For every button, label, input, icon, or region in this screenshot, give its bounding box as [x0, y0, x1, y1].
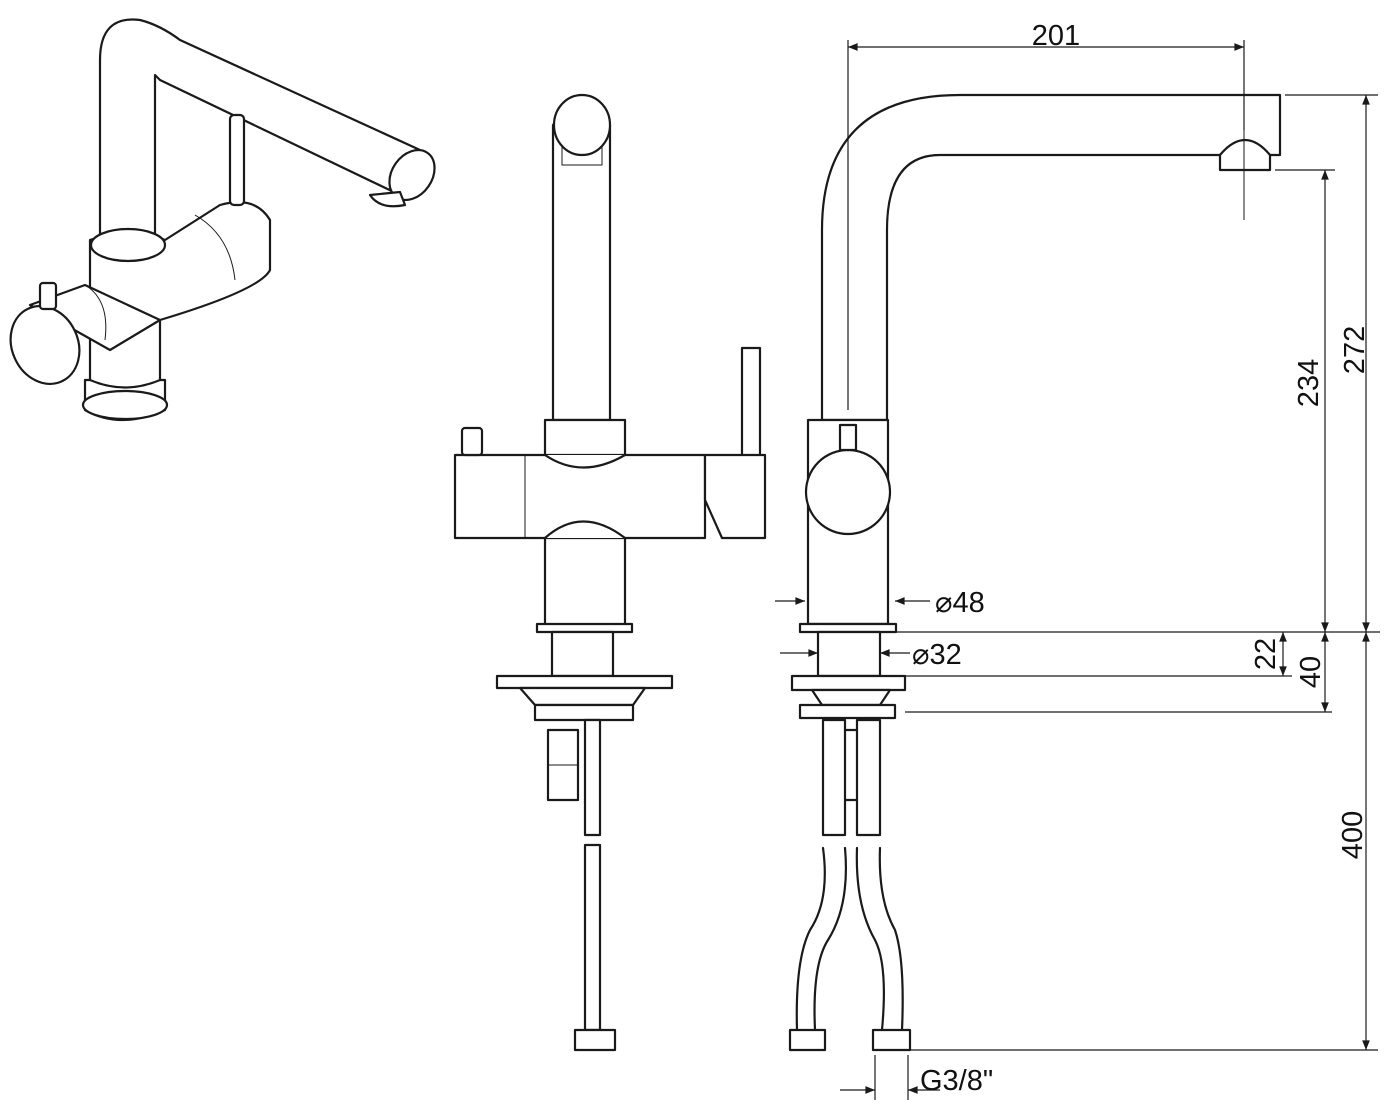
dim-body-diameter: ⌀48: [935, 587, 985, 619]
side-view: [788, 93, 1282, 1052]
front-view: [453, 93, 767, 1052]
dim-mount-height: 40: [1295, 656, 1327, 688]
dim-hose-thread: G3/8": [920, 1065, 993, 1097]
dimension-labels: 201 272 234 22 40 400 ⌀48 ⌀32 G3/8": [912, 20, 1371, 1097]
dim-total-height: 272: [1339, 326, 1371, 374]
dim-hose-length: 400: [1337, 811, 1369, 859]
dim-shank-diameter: ⌀32: [912, 639, 962, 671]
dim-ring-height: 22: [1250, 638, 1282, 670]
dimension-lines: [775, 40, 1380, 1100]
perspective-view: [9, 18, 436, 422]
dim-spout-reach: 201: [1032, 20, 1080, 52]
dim-spout-height: 234: [1293, 359, 1325, 407]
